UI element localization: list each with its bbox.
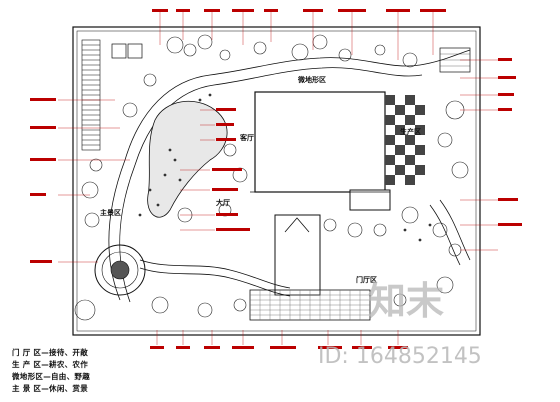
building — [250, 91, 391, 296]
legend-line: 门 厅 区—接待、开敞 — [12, 348, 89, 357]
circular-pavilion — [94, 244, 146, 296]
zone-hall: 大厅 — [216, 198, 230, 207]
zone-main-view: 主景区 — [100, 208, 121, 217]
shrub-masses — [138, 93, 432, 242]
entrance-plaza — [249, 289, 371, 321]
legend-line: 生 产 区—耕农、农作 — [12, 360, 89, 369]
zone-entrance: 门厅区 — [356, 275, 377, 284]
legend-line: 主 景 区—休闲、赏景 — [12, 384, 89, 393]
zone-production: 生产区 — [400, 127, 421, 136]
planter-boxes — [111, 43, 471, 73]
zone-living-room: 客厅 — [239, 133, 254, 142]
site-boundary — [72, 26, 481, 336]
zone-slope: 微地形区 — [297, 75, 326, 84]
callout-markers — [30, 9, 522, 349]
deck — [81, 39, 101, 151]
watermark-logo: 知末 — [368, 279, 445, 323]
checker-paving — [385, 95, 425, 185]
pond — [147, 101, 228, 218]
winding-paths — [108, 49, 471, 303]
inner-boundary — [76, 30, 477, 332]
watermark-id: ID: 164852145 — [318, 344, 482, 369]
legend-line: 微地形区—自由、野趣 — [12, 372, 90, 381]
callout-leaders — [58, 12, 498, 345]
